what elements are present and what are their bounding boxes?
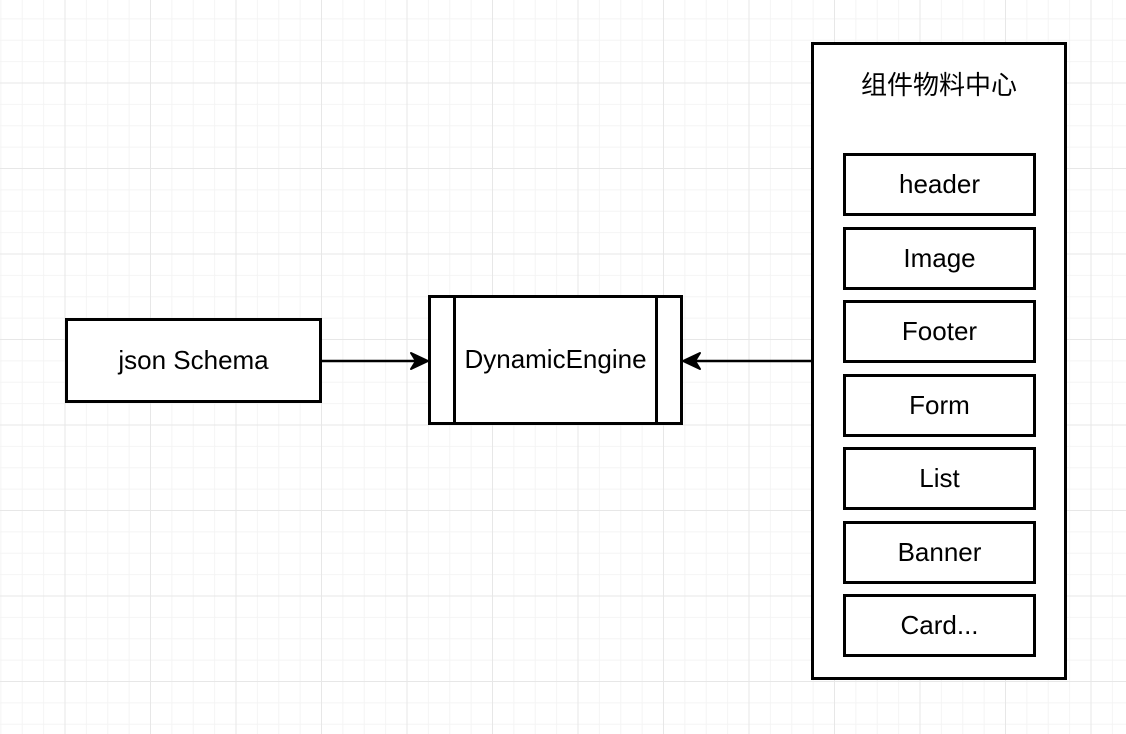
arrowhead-right-icon bbox=[410, 352, 429, 370]
material-item-label: Form bbox=[909, 389, 970, 420]
dynamic-engine-label: DynamicEngine bbox=[464, 344, 647, 375]
dynamic-engine-node[interactable]: DynamicEngine bbox=[428, 295, 683, 425]
material-item[interactable]: List bbox=[843, 447, 1036, 510]
material-item[interactable]: Footer bbox=[843, 300, 1036, 363]
arrowhead-left-icon bbox=[682, 352, 701, 370]
material-item[interactable]: Banner bbox=[843, 520, 1036, 584]
material-item-label: Image bbox=[903, 242, 976, 273]
arrow-material-center-to-dynamic-engine[interactable] bbox=[682, 352, 811, 370]
material-center-container[interactable]: 组件物料中心 header Image Footer Form List Ban… bbox=[811, 42, 1067, 680]
json-schema-node[interactable]: json Schema bbox=[65, 318, 322, 403]
material-item[interactable]: header bbox=[843, 153, 1036, 216]
arrow-json-schema-to-dynamic-engine[interactable] bbox=[322, 352, 429, 370]
material-item[interactable]: Card... bbox=[843, 594, 1036, 657]
material-item[interactable]: Image bbox=[843, 226, 1036, 290]
material-item-label: List bbox=[919, 463, 960, 493]
material-item-label: Card... bbox=[900, 610, 979, 640]
material-item[interactable]: Form bbox=[843, 373, 1036, 437]
material-item-label: Footer bbox=[901, 316, 978, 346]
material-center-title: 组件物料中心 bbox=[860, 70, 1017, 100]
process-bar-right bbox=[655, 298, 658, 422]
material-item-label: header bbox=[899, 169, 980, 199]
json-schema-label: json Schema bbox=[118, 344, 269, 375]
process-bar-left bbox=[453, 298, 456, 422]
material-item-label: Banner bbox=[897, 536, 982, 567]
